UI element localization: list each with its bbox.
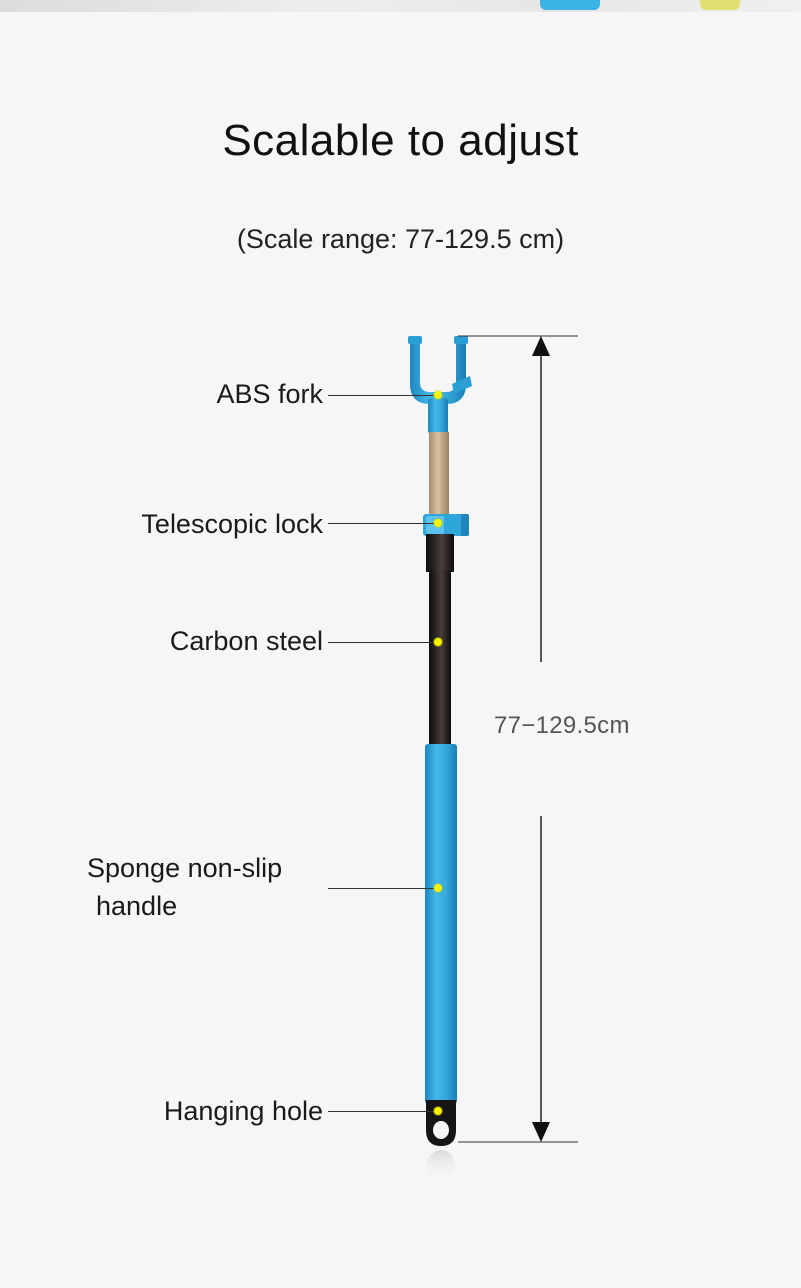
marker-dot	[434, 638, 442, 646]
decorative-blob	[540, 0, 600, 10]
decorative-blob	[700, 0, 740, 10]
scale-range-subtitle: (Scale range: 77-129.5 cm)	[236, 224, 565, 254]
dimension-indicator	[458, 335, 578, 1143]
marker-dot	[434, 1107, 442, 1115]
marker-dot	[434, 391, 442, 399]
label-sponge-handle-line2: handle	[96, 891, 178, 921]
sponge-handle	[425, 744, 457, 1104]
leader-line	[328, 642, 438, 643]
leader-line	[328, 1111, 438, 1112]
marker-dot	[434, 884, 442, 892]
background-photo-strip	[0, 0, 801, 12]
marker-dot	[434, 519, 442, 527]
page-title: Scalable to adjust	[222, 116, 579, 165]
label-telescopic-lock: Telescopic lock	[141, 509, 323, 539]
leader-line	[328, 395, 438, 396]
label-abs-fork: ABS fork	[216, 379, 323, 409]
inner-tube	[429, 432, 449, 516]
label-hanging-hole: Hanging hole	[163, 1096, 323, 1126]
label-sponge-handle-line1: Sponge non-slip	[87, 853, 283, 883]
carbon-steel-tube	[429, 570, 451, 748]
leader-line	[328, 523, 436, 524]
dimension-label: 77−129.5cm	[494, 712, 630, 739]
label-carbon-steel: Carbon steel	[169, 626, 323, 656]
abs-fork	[408, 336, 472, 434]
leader-line	[328, 888, 438, 889]
